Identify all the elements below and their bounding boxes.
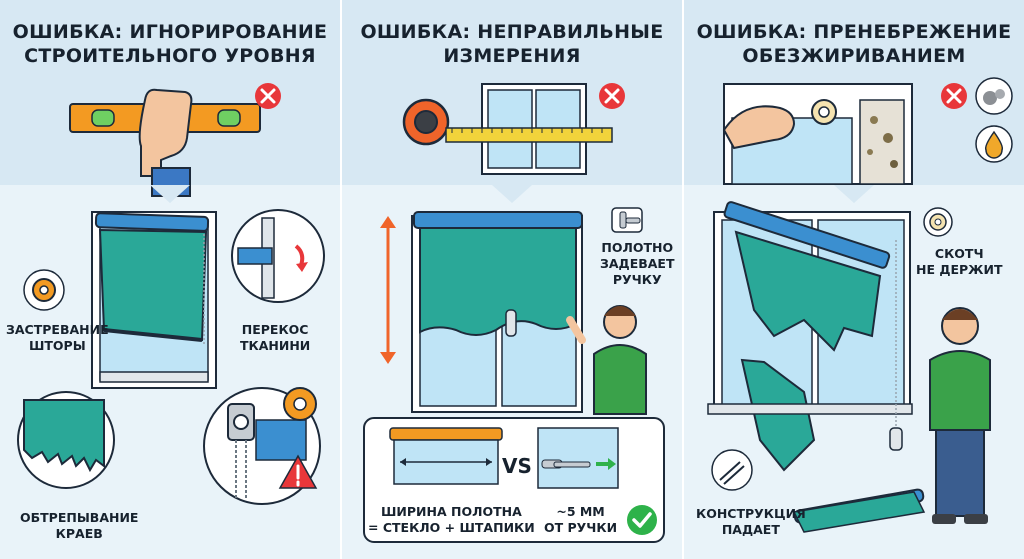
comparison-box (363, 417, 665, 543)
panel-title: ОШИБКА: ПРЕНЕБРЕЖЕНИЕ ОБЕЗЖИРИВАНИЕМ (684, 20, 1024, 68)
error-x-icon (599, 83, 625, 109)
window-illustration (411, 211, 583, 413)
tape-measure-icon (402, 98, 613, 146)
label-line: РУЧКУ (612, 272, 662, 287)
label-line: КОНСТРУКЦИЯ (696, 506, 806, 521)
vs-label: VS (502, 454, 532, 478)
label-line: ОТ РУЧКИ (544, 520, 618, 535)
oil-drop-icon (975, 125, 1013, 163)
label-line: ТКАНИНИ (240, 338, 311, 353)
label-line: НЕ ДЕРЖИТ (916, 262, 1003, 277)
gear-icon (23, 269, 65, 311)
panel-level: ОШИБКА: ИГНОРИРОВАНИЕ СТРОИТЕЛЬНОГО УРОВ… (0, 0, 340, 559)
warning-icon (278, 454, 318, 489)
fallen-roller (792, 488, 926, 533)
callout-pointer (150, 185, 190, 203)
label-distance: ~5 ММ ОТ РУЧКИ (544, 504, 617, 536)
panel-level-art (17, 83, 325, 505)
hand-icon (138, 88, 193, 197)
falling-icon (711, 449, 753, 491)
error-x-icon (941, 83, 967, 109)
label-line: КРАЕВ (55, 526, 103, 541)
label-fray: ОБТРЕПЫВАНИЕ КРАЕВ (20, 510, 138, 542)
tape-roll-icon (923, 207, 953, 237)
label-line: ПЕРЕКОС (241, 322, 309, 337)
check-icon (627, 505, 657, 535)
panel-title: ОШИБКА: НЕПРАВИЛЬНЫЕ ИЗМЕРЕНИЯ (342, 20, 682, 68)
label-line: ШИРИНА ПОЛОТНА (380, 504, 522, 519)
hand-icon (722, 105, 796, 150)
panel-measure-art (363, 83, 665, 543)
label-falls: КОНСТРУКЦИЯ ПАДАЕТ (696, 506, 806, 538)
callout-pointer (834, 185, 874, 203)
label-line: ~5 ММ (556, 504, 605, 519)
callout-pointer (492, 185, 532, 203)
window-illustration (91, 211, 217, 389)
title-line: ОБЕЗЖИРИВАНИЕМ (742, 45, 966, 67)
dust-icon (975, 77, 1013, 115)
panel-title: ОШИБКА: ИГНОРИРОВАНИЕ СТРОИТЕЛЬНОГО УРОВ… (0, 20, 340, 68)
label-line: СКОТЧ (934, 246, 984, 261)
label-line: = СТЕКЛО + ШТАПИКИ (368, 520, 535, 535)
error-x-icon (255, 83, 281, 109)
window-illustration (707, 201, 913, 472)
label-line: ПАДАЕТ (721, 522, 780, 537)
gear-icon (283, 387, 317, 421)
label-line: ПОЛОТНО (601, 240, 674, 255)
label-skew: ПЕРЕКОС ТКАНИНИ (240, 322, 310, 354)
height-arrow (380, 216, 396, 364)
label-line: ЗАДЕВАЕТ (600, 256, 675, 271)
title-line: ОШИБКА: ИГНОРИРОВАНИЕ (12, 21, 328, 43)
skew-detail (231, 209, 325, 303)
handle-icon (611, 207, 643, 233)
upset-man (929, 307, 991, 524)
panel-degrease: ОШИБКА: ПРЕНЕБРЕЖЕНИЕ ОБЕЗЖИРИВАНИЕМ (682, 0, 1024, 559)
title-line: ИЗМЕРЕНИЯ (443, 45, 581, 67)
label-stuck: ЗАСТРЕВАНИЕ ШТОРЫ (6, 322, 109, 354)
label-width: ШИРИНА ПОЛОТНА = СТЕКЛО + ШТАПИКИ (368, 504, 535, 536)
label-line: ЗАСТРЕВАНИЕ (6, 322, 109, 337)
title-line: СТРОИТЕЛЬНОГО УРОВНЯ (24, 45, 316, 67)
confused-man (566, 305, 647, 415)
label-tape: СКОТЧ НЕ ДЕРЖИТ (916, 246, 1002, 278)
title-line: ОШИБКА: НЕПРАВИЛЬНЫЕ (360, 21, 664, 43)
panel-degrease-art (707, 77, 1013, 533)
tape-roll-icon (811, 99, 837, 125)
label-line: ОБТРЕПЫВАНИЕ (20, 510, 139, 525)
label-handle: ПОЛОТНО ЗАДЕВАЕТ РУЧКУ (600, 240, 675, 288)
label-line: ШТОРЫ (28, 338, 86, 353)
panel-measure: ОШИБКА: НЕПРАВИЛЬНЫЕ ИЗМЕРЕНИЯ (340, 0, 682, 559)
fray-detail (17, 391, 115, 489)
title-line: ОШИБКА: ПРЕНЕБРЕЖЕНИЕ (696, 21, 1012, 43)
